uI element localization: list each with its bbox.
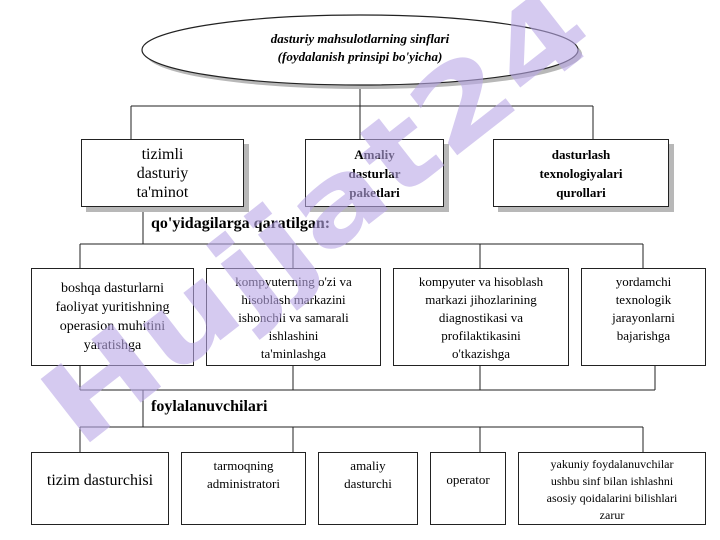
box-purpose-reliable-operation-text: kompyuterning o'zi va hisoblash markazin… xyxy=(235,274,352,361)
title-line-1: dasturiy mahsulotlarning sinflari xyxy=(270,31,450,46)
box-user-application-programmer: amaliy dasturchi xyxy=(318,452,418,525)
box-user-end-users-text: yakuniy foydalanuvchilar ushbu sinf bila… xyxy=(546,457,678,522)
box-system-software-text: tizimli dasturiy ta'minot xyxy=(136,145,189,201)
box-user-operator: operator xyxy=(430,452,506,525)
box-user-system-programmer-text: tizim dasturchisi xyxy=(46,472,154,489)
box-user-application-programmer-text: amaliy dasturchi xyxy=(344,458,392,491)
box-user-network-admin-text: tarmoqning administratori xyxy=(207,458,280,491)
box-purpose-reliable-operation: kompyuterning o'zi va hisoblash markazin… xyxy=(206,268,381,366)
box-system-software: tizimli dasturiy ta'minot xyxy=(81,139,244,207)
box-user-end-users: yakuniy foydalanuvchilar ushbu sinf bila… xyxy=(518,452,706,525)
box-purpose-operating-environment-text: boshqa dasturlarni faoliyat yuritishning… xyxy=(55,281,170,353)
box-user-system-programmer: tizim dasturchisi xyxy=(31,452,169,525)
box-purpose-diagnostics: kompyuter va hisoblash markazi jihozlari… xyxy=(393,268,569,366)
box-application-packages: Amaliy dasturlar paketlari xyxy=(305,139,444,207)
box-application-packages-text: Amaliy dasturlar paketlari xyxy=(348,146,401,200)
box-user-network-admin: tarmoqning administratori xyxy=(181,452,306,525)
box-programming-tools-text: dasturlash texnologiyalari qurollari xyxy=(539,146,623,200)
label-users: foylalanuvchilari xyxy=(151,398,268,415)
box-user-operator-text: operator xyxy=(446,472,490,487)
title-line-2: (foydalanish prinsipi bo'yicha) xyxy=(277,49,443,64)
box-purpose-auxiliary-text: yordamchi texnologik jarayonlarni bajari… xyxy=(612,274,675,343)
box-purpose-diagnostics-text: kompyuter va hisoblash markazi jihozlari… xyxy=(418,274,544,361)
diagram-title: dasturiy mahsulotlarning sinflari (foyda… xyxy=(160,30,560,66)
box-purpose-operating-environment: boshqa dasturlarni faoliyat yuritishning… xyxy=(31,268,194,366)
label-purpose: qo'yidagilarga qaratilgan: xyxy=(151,215,331,232)
box-purpose-auxiliary: yordamchi texnologik jarayonlarni bajari… xyxy=(581,268,706,366)
box-programming-tools: dasturlash texnologiyalari qurollari xyxy=(493,139,669,207)
title-ellipse xyxy=(141,14,579,86)
